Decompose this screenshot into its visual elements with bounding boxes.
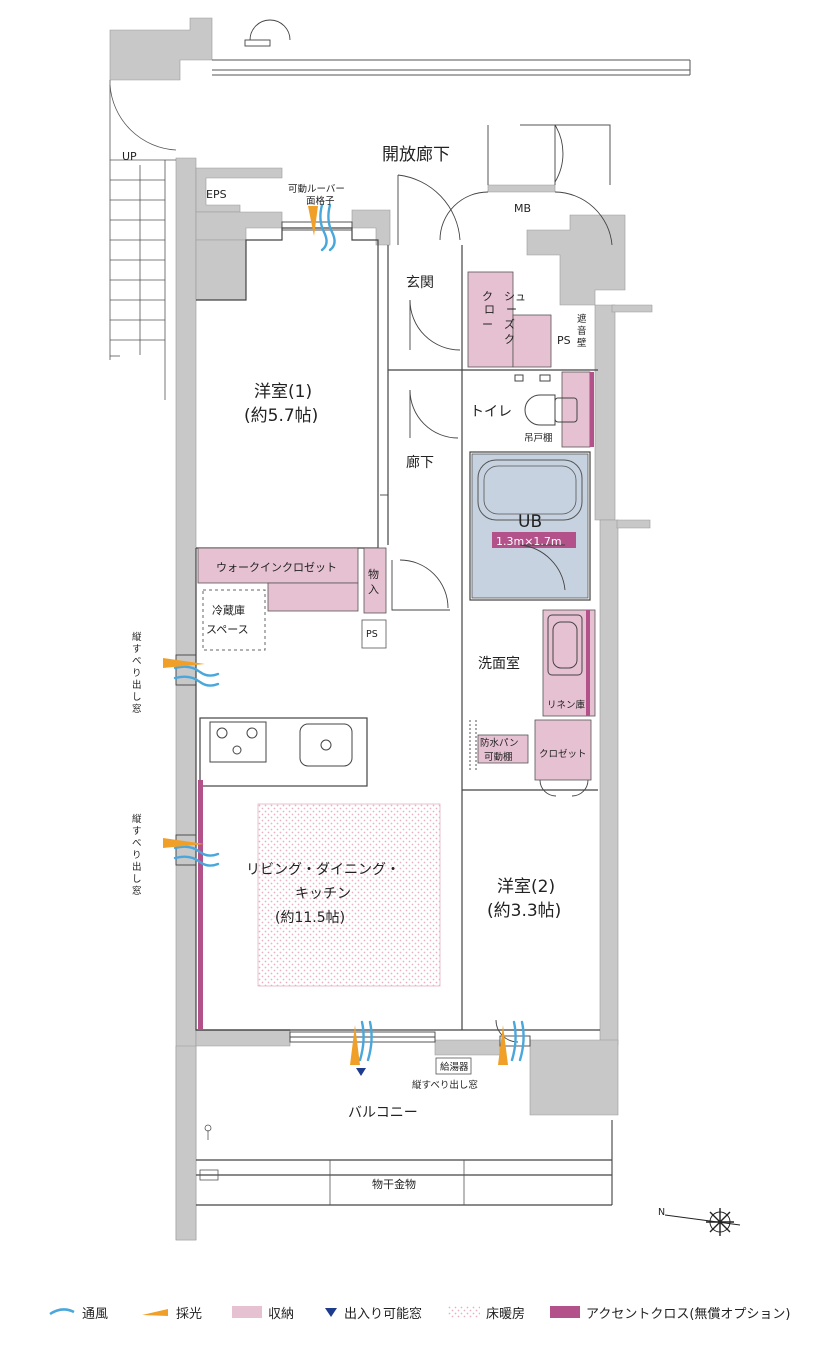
wind-indicators <box>173 203 525 1062</box>
washroom-label: 洗面室 <box>478 655 520 672</box>
up-label: UP <box>122 150 137 163</box>
toilet-label: トイレ <box>470 404 512 420</box>
accent-cross <box>198 780 203 1030</box>
svg-text:出: 出 <box>132 861 142 873</box>
legend: 通風 採光 収納 出入り可能窓 床暖房 アクセントクロス(無償オプション) <box>0 1300 839 1330</box>
fridge-label-2: スペース <box>206 623 249 636</box>
side-window-label-1: 縦 す べ り 出 し 窓 <box>132 631 142 715</box>
svg-text:ロ: ロ <box>484 303 495 316</box>
svg-text:出: 出 <box>132 679 142 691</box>
closet-label: クロゼット <box>539 748 587 760</box>
side-window-label-3: 縦すべり出し窓 <box>412 1079 478 1091</box>
balcony-label: バルコニー <box>348 1105 418 1121</box>
louver-label: 可動ルーバー <box>288 184 345 195</box>
room1-name: 洋室(1) <box>254 382 312 402</box>
washbasin <box>547 614 583 676</box>
corridor-label: 開放廊下 <box>382 145 450 165</box>
mono-closet <box>363 547 387 614</box>
svg-text:り: り <box>132 668 142 679</box>
corridor-lines <box>212 59 691 185</box>
ub-label: UB <box>518 512 542 532</box>
linen-label: リネン庫 <box>547 699 586 711</box>
ldk-label-1: リビング・ダイニング・ <box>246 862 400 878</box>
svg-text:し: し <box>132 874 142 885</box>
svg-text:す: す <box>132 644 142 655</box>
walk-in-closet <box>197 547 359 584</box>
door-window-marker <box>356 1068 366 1076</box>
light-indicators <box>163 206 508 1065</box>
side-window-label-2: 縦 す べ り 出 し 窓 <box>132 813 142 897</box>
ub-size-badge <box>492 532 576 548</box>
water-heater-label: 給湯器 <box>440 1061 469 1073</box>
fridge-label-1: 冷蔵庫 <box>212 603 245 617</box>
legend-door: 出入り可能窓 <box>324 1300 422 1324</box>
doors <box>244 19 613 1043</box>
soundproof-label: 遮 音 壁 <box>577 313 587 349</box>
legend-storage: 収納 <box>232 1300 294 1324</box>
svg-text:べ: べ <box>132 656 142 667</box>
hanging-shelf-label: 吊戸棚 <box>524 432 553 444</box>
svg-text:し: し <box>132 692 142 703</box>
mono-label: 物 入 <box>368 567 379 596</box>
svg-text:音: 音 <box>577 325 587 337</box>
toilet-shelf <box>561 371 591 448</box>
toilet-fixture <box>514 374 578 426</box>
storage-areas <box>197 271 596 781</box>
mb-label: MB <box>514 202 531 215</box>
svg-text:壁: 壁 <box>577 337 587 349</box>
svg-text:窓: 窓 <box>132 885 142 897</box>
ps-label: PS <box>557 334 571 347</box>
eps-label: EPS <box>206 188 227 201</box>
svg-text:入: 入 <box>368 583 379 596</box>
svg-text:べ: べ <box>132 838 142 849</box>
svg-text:ー: ー <box>506 303 517 316</box>
svg-text:ク: ク <box>482 290 493 303</box>
kitchen-fixtures <box>209 721 353 767</box>
room2-name: 洋室(2) <box>497 877 555 897</box>
svg-text:ク: ク <box>504 333 515 346</box>
staircase <box>109 80 177 400</box>
svg-text:物: 物 <box>368 567 379 581</box>
room-lines <box>195 227 613 1206</box>
shoe-closet-label: シュ ー ズ ク ロ ー ク <box>482 290 526 346</box>
svg-text:遮: 遮 <box>577 313 587 325</box>
svg-text:り: り <box>132 850 142 861</box>
legend-wind: 通風 <box>48 1300 108 1324</box>
walkin-label: ウォークインクロゼット <box>216 561 337 574</box>
legend-light: 採光 <box>140 1300 202 1324</box>
closet <box>534 719 592 781</box>
svg-text:ズ: ズ <box>504 317 515 331</box>
waterproof-label-2: 可動棚 <box>484 751 513 763</box>
room2-size: (約3.3帖) <box>487 901 561 921</box>
waterproof-label-1: 防水パン <box>480 737 518 749</box>
svg-text:ー: ー <box>482 318 493 331</box>
legend-heat: 床暖房 <box>448 1300 525 1324</box>
fridge-space <box>202 589 266 651</box>
room1-size: (約5.7帖) <box>244 406 318 426</box>
walls <box>109 17 653 1241</box>
floor-heating <box>257 803 441 987</box>
genkan-label: 玄関 <box>406 274 434 291</box>
ub-size: 1.3m×1.7m <box>496 535 562 548</box>
hallway-label: 廊下 <box>406 454 434 471</box>
ldk-label-3: (約11.5帖) <box>275 910 345 926</box>
balcony-details <box>199 1057 613 1205</box>
lattice-label: 面格子 <box>306 195 335 207</box>
compass-icon <box>664 1208 741 1236</box>
shoe-closet <box>467 271 514 368</box>
laundry-label: 物干金物 <box>372 1177 416 1191</box>
svg-text:シュ: シュ <box>504 290 526 303</box>
svg-text:窓: 窓 <box>132 703 142 715</box>
svg-text:縦: 縦 <box>132 813 142 825</box>
ps2-label: PS <box>366 629 378 640</box>
north-label: N <box>658 1207 665 1218</box>
legend-accent: アクセントクロス(無償オプション) <box>550 1300 791 1324</box>
svg-text:縦: 縦 <box>132 631 142 643</box>
svg-text:す: す <box>132 826 142 837</box>
ldk-label-2: キッチン <box>295 886 351 902</box>
